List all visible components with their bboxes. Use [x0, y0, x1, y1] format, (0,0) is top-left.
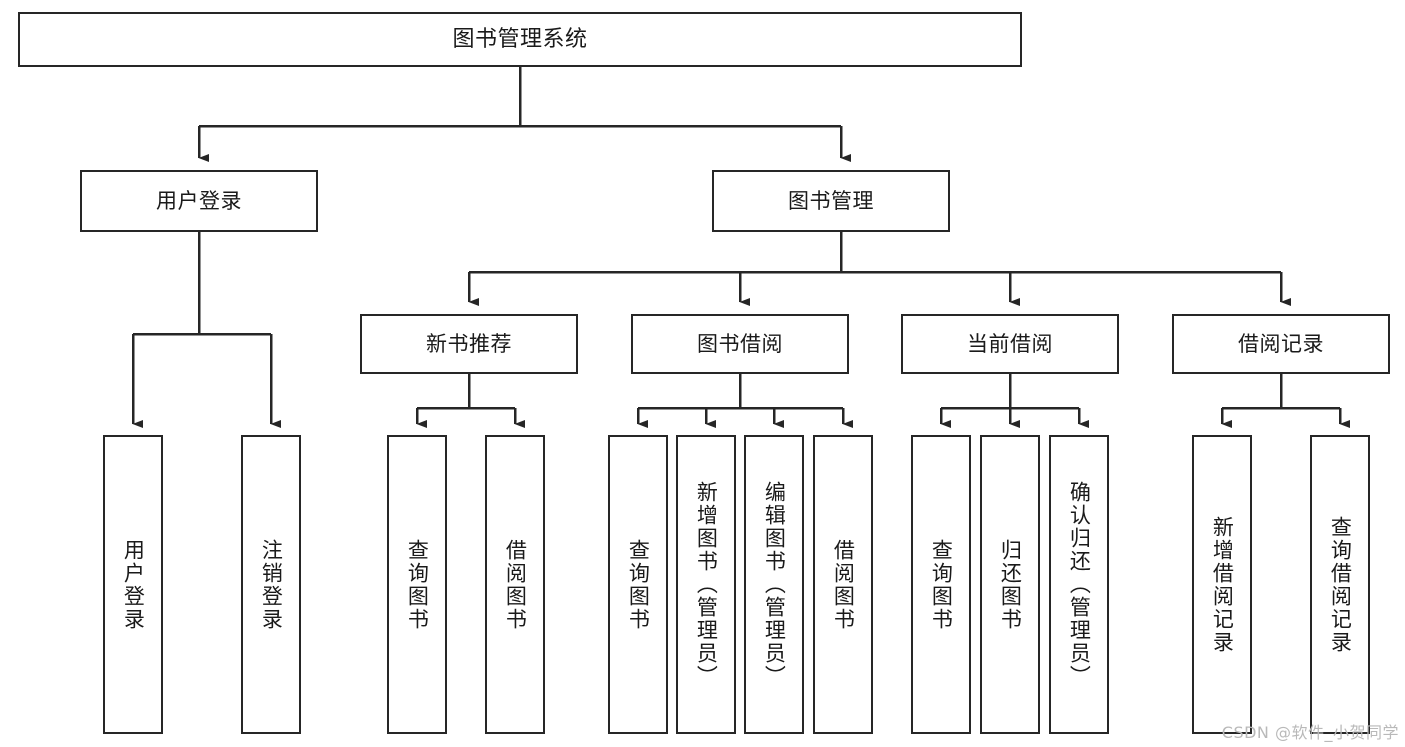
leaf-add-book-admin[interactable]: 新增图书（管理员） — [676, 435, 736, 734]
node-label: 查询图书 — [929, 538, 954, 631]
node-label: 借阅图书 — [831, 538, 856, 631]
leaf-query-book-newbook[interactable]: 查询图书 — [387, 435, 447, 734]
node-user-login[interactable]: 用户登录 — [80, 170, 318, 232]
node-label: 图书借阅 — [697, 331, 783, 356]
leaf-edit-book-admin[interactable]: 编辑图书（管理员） — [744, 435, 804, 734]
node-label: 新增借阅记录 — [1210, 515, 1235, 654]
node-label: 新书推荐 — [426, 331, 512, 356]
leaf-confirm-return-admin[interactable]: 确认归还（管理员） — [1049, 435, 1109, 734]
leaf-user-login[interactable]: 用户登录 — [103, 435, 163, 734]
leaf-query-borrow-record[interactable]: 查询借阅记录 — [1310, 435, 1370, 734]
node-label: 查询图书 — [626, 538, 651, 631]
node-current-borrowing[interactable]: 当前借阅 — [901, 314, 1119, 374]
node-label: 图书管理系统 — [452, 26, 588, 52]
node-label: 图书管理 — [788, 188, 874, 213]
node-label: 编辑图书（管理员） — [762, 481, 787, 688]
node-label: 新增图书（管理员） — [694, 481, 719, 688]
node-label: 注销登录 — [259, 538, 284, 631]
leaf-return-book[interactable]: 归还图书 — [980, 435, 1040, 734]
node-label: 当前借阅 — [967, 331, 1053, 356]
node-book-borrowing[interactable]: 图书借阅 — [631, 314, 849, 374]
node-label: 用户登录 — [121, 538, 146, 631]
node-borrowing-record[interactable]: 借阅记录 — [1172, 314, 1390, 374]
node-label: 借阅图书 — [503, 538, 528, 631]
node-label: 查询图书 — [405, 538, 430, 631]
node-label: 确认归还（管理员） — [1067, 481, 1092, 688]
node-label: 归还图书 — [998, 538, 1023, 631]
node-label: 查询借阅记录 — [1328, 515, 1353, 654]
leaf-borrow-book[interactable]: 借阅图书 — [813, 435, 873, 734]
leaf-borrow-book-newbook[interactable]: 借阅图书 — [485, 435, 545, 734]
leaf-query-book-current[interactable]: 查询图书 — [911, 435, 971, 734]
node-root-book-management-system[interactable]: 图书管理系统 — [18, 12, 1022, 67]
csdn-watermark: CSDN @软件_小贺同学 — [1221, 723, 1399, 742]
node-label: 借阅记录 — [1238, 331, 1324, 356]
leaf-logout[interactable]: 注销登录 — [241, 435, 301, 734]
leaf-add-borrow-record[interactable]: 新增借阅记录 — [1192, 435, 1252, 734]
leaf-query-book-borrow[interactable]: 查询图书 — [608, 435, 668, 734]
node-new-book-recommendation[interactable]: 新书推荐 — [360, 314, 578, 374]
node-label: 用户登录 — [156, 188, 242, 213]
node-book-management[interactable]: 图书管理 — [712, 170, 950, 232]
